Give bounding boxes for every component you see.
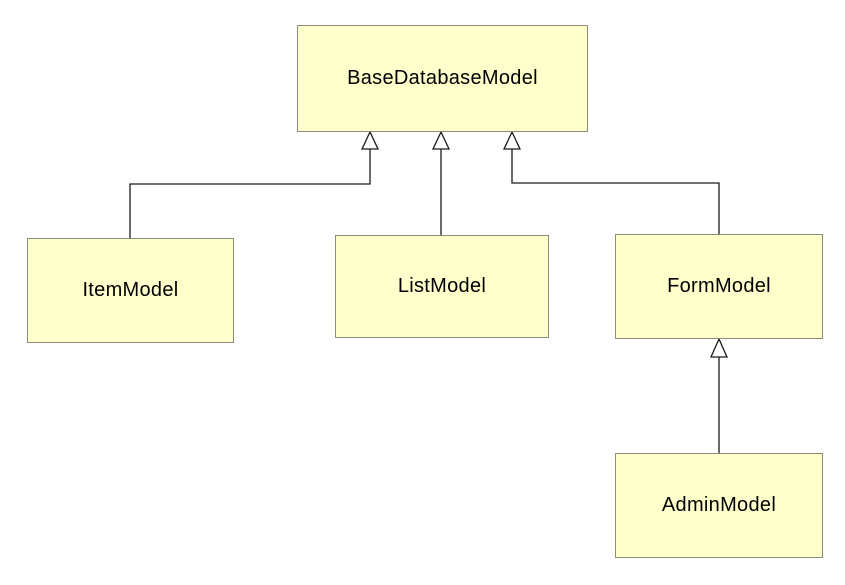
class-node-itemmodel: ItemModel xyxy=(27,238,234,343)
generalization-arrowhead xyxy=(431,130,451,150)
generalization-arrowhead xyxy=(502,130,522,150)
class-node-adminmodel: AdminModel xyxy=(615,453,823,558)
class-name-label: BaseDatabaseModel xyxy=(347,67,538,89)
class-name-label: ItemModel xyxy=(82,279,179,301)
class-name-label: ListModel xyxy=(397,275,487,297)
class-node-listmodel: ListModel xyxy=(335,235,549,338)
edge-formmodel-basedatabasemodel xyxy=(511,149,720,234)
generalization-arrowhead xyxy=(709,337,729,358)
class-node-basedatabasemodel: BaseDatabaseModel xyxy=(297,25,588,132)
class-name-label: FormModel xyxy=(667,275,771,297)
class-name-label: AdminModel xyxy=(661,494,777,516)
edge-itemmodel-basedatabasemodel xyxy=(129,149,371,238)
generalization-arrowhead xyxy=(360,130,380,150)
class-node-formmodel: FormModel xyxy=(615,234,823,339)
